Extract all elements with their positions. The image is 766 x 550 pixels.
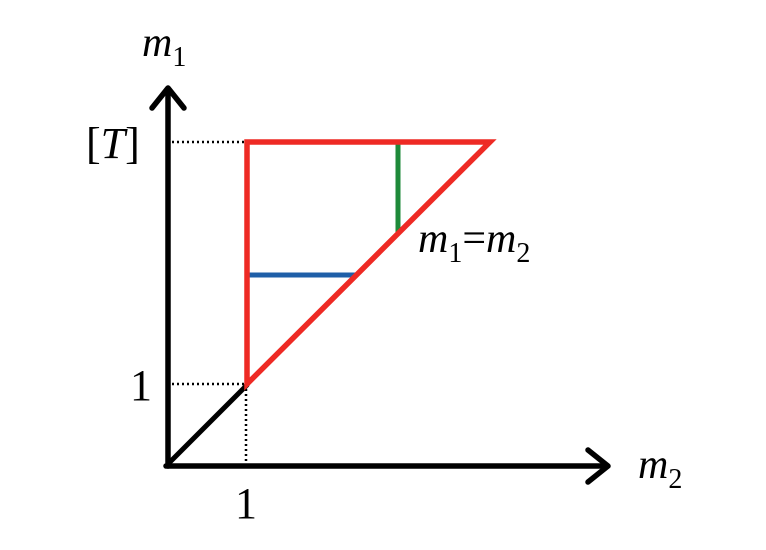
x-axis-arrowhead bbox=[585, 447, 611, 485]
diagonal-label: m1=m2 bbox=[418, 216, 530, 269]
y-axis-label: m1 bbox=[142, 20, 186, 73]
diagonal-origin-segment bbox=[166, 382, 250, 466]
region-triangle bbox=[244, 139, 497, 391]
y-axis-arrowhead bbox=[149, 85, 187, 111]
y-tick-top-label: [T] bbox=[86, 119, 140, 168]
y-tick-one-label: 1 bbox=[130, 361, 152, 410]
x-axis-label: m2 bbox=[638, 442, 682, 495]
x-tick-one-label: 1 bbox=[235, 479, 257, 528]
